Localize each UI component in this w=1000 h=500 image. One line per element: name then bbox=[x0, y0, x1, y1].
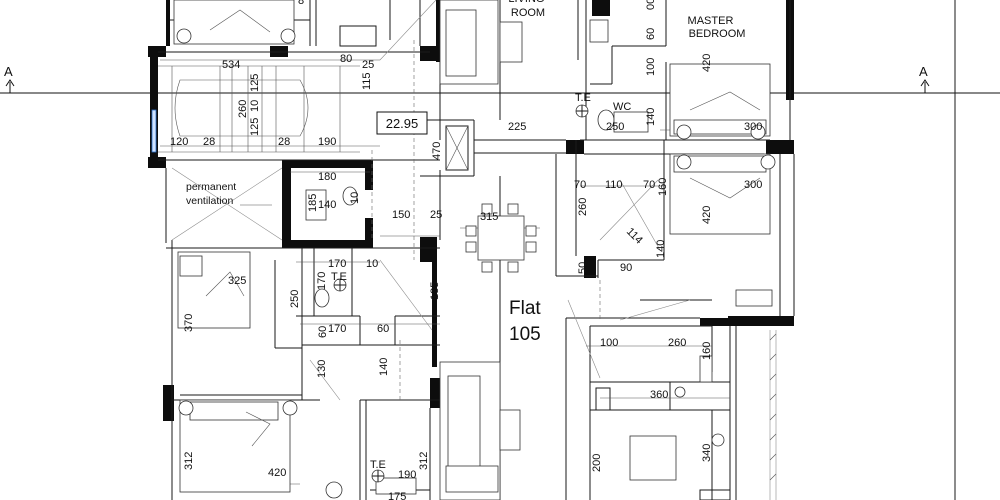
dim-label: 312 bbox=[418, 452, 430, 470]
balcony-hatch bbox=[769, 330, 777, 500]
dim-label: 70 bbox=[643, 179, 655, 191]
dim-label: 140 bbox=[378, 358, 390, 376]
stair bbox=[151, 65, 360, 153]
dim-label: 130 bbox=[316, 360, 328, 378]
dim-label: 70 bbox=[574, 179, 586, 191]
te-label-1: T.E bbox=[575, 92, 591, 104]
section-marker-right: A bbox=[919, 64, 928, 79]
flat-label: Flat 105 bbox=[509, 298, 541, 345]
level-value: 22.95 bbox=[386, 116, 419, 131]
dim-label: 115 bbox=[361, 72, 373, 90]
te-label-2: T.E bbox=[331, 271, 347, 283]
dim-label: 25 bbox=[430, 209, 442, 221]
dim-label: 110 bbox=[605, 179, 623, 191]
dim-label: 125 bbox=[249, 118, 261, 136]
te-label-3: T.E bbox=[370, 459, 386, 471]
section-marker-left: A bbox=[4, 64, 13, 79]
dim-label: 200 bbox=[591, 454, 603, 472]
dim-label: 114 bbox=[624, 226, 645, 247]
dim-label: 60 bbox=[377, 323, 389, 335]
dim-label: 225 bbox=[508, 121, 526, 133]
dim-label: 534 bbox=[222, 59, 240, 71]
dim-label: 60 bbox=[645, 28, 657, 40]
flat-number: 105 bbox=[509, 324, 541, 345]
dim-label: 370 bbox=[183, 314, 195, 332]
dim-label: 190 bbox=[398, 469, 416, 481]
living-room-label-line: ROOM bbox=[511, 7, 545, 19]
dim-label: 10 bbox=[349, 192, 361, 204]
dim-label: 10 bbox=[366, 258, 378, 270]
dim-label: 300 bbox=[744, 121, 762, 133]
dim-label: 185 bbox=[307, 194, 319, 212]
dim-label: 190 bbox=[318, 136, 336, 148]
dim-label: 420 bbox=[701, 206, 713, 224]
dim-label: 120 bbox=[170, 136, 188, 148]
dim-label: 125 bbox=[249, 74, 261, 92]
dim-label: 300 bbox=[744, 179, 762, 191]
dim-label: 260 bbox=[237, 100, 249, 118]
flat-title: Flat bbox=[509, 298, 541, 319]
dim-label: 100 bbox=[600, 337, 618, 349]
dim-label: 8 bbox=[298, 0, 304, 7]
dim-label: 420 bbox=[268, 467, 286, 479]
dimension-labels: 534 80 25 115 125 260 10 125 120 28 28 1… bbox=[170, 0, 762, 500]
dim-label: 420 bbox=[701, 54, 713, 72]
dim-label: 28 bbox=[203, 136, 215, 148]
furniture bbox=[173, 0, 776, 500]
dim-label: 90 bbox=[620, 262, 632, 274]
dim-label: 10 bbox=[249, 100, 261, 112]
dim-label: 160 bbox=[657, 178, 669, 196]
dim-label: 250 bbox=[606, 121, 624, 133]
te-markers: T.E T.E T.E bbox=[331, 92, 591, 483]
dim-label: 170 bbox=[316, 272, 328, 290]
dim-label: 50 bbox=[577, 262, 589, 274]
dim-label: 170 bbox=[328, 323, 346, 335]
dim-label: 470 bbox=[431, 142, 443, 160]
level-box: 22.95 bbox=[376, 111, 428, 135]
living-room-label: LIVING ROOM bbox=[508, 0, 547, 19]
dim-label: 140 bbox=[318, 199, 336, 211]
dim-label: 00 bbox=[645, 0, 657, 10]
dim-label: 140 bbox=[655, 240, 667, 258]
dim-label: 100 bbox=[645, 58, 657, 76]
dim-label: 175 bbox=[388, 491, 406, 500]
dim-label: 340 bbox=[701, 444, 713, 462]
dim-label: 260 bbox=[668, 337, 686, 349]
dim-label: 180 bbox=[318, 171, 336, 183]
room-labels: LIVING ROOM MASTER BEDROOM WC permanent … bbox=[186, 0, 745, 207]
dim-label: 135 bbox=[429, 282, 441, 300]
dim-label: 360 bbox=[650, 389, 668, 401]
dim-label: 325 bbox=[228, 275, 246, 287]
dim-label: 315 bbox=[480, 211, 498, 223]
dim-label: 60 bbox=[317, 326, 329, 338]
dim-label: 80 bbox=[340, 53, 352, 65]
dim-label: 150 bbox=[392, 209, 410, 221]
dim-label: 28 bbox=[278, 136, 290, 148]
dim-label: 170 bbox=[328, 258, 346, 270]
ventilation-label: permanent ventilation bbox=[186, 181, 239, 207]
master-bedroom-label: MASTER BEDROOM bbox=[688, 15, 746, 40]
wc-label: WC bbox=[613, 101, 631, 113]
dim-label: 250 bbox=[289, 290, 301, 308]
dim-label: 260 bbox=[577, 198, 589, 216]
dim-label: 312 bbox=[183, 452, 195, 470]
dim-label: 160 bbox=[701, 342, 713, 360]
dim-label: 140 bbox=[645, 108, 657, 126]
dim-label: 25 bbox=[362, 59, 374, 71]
